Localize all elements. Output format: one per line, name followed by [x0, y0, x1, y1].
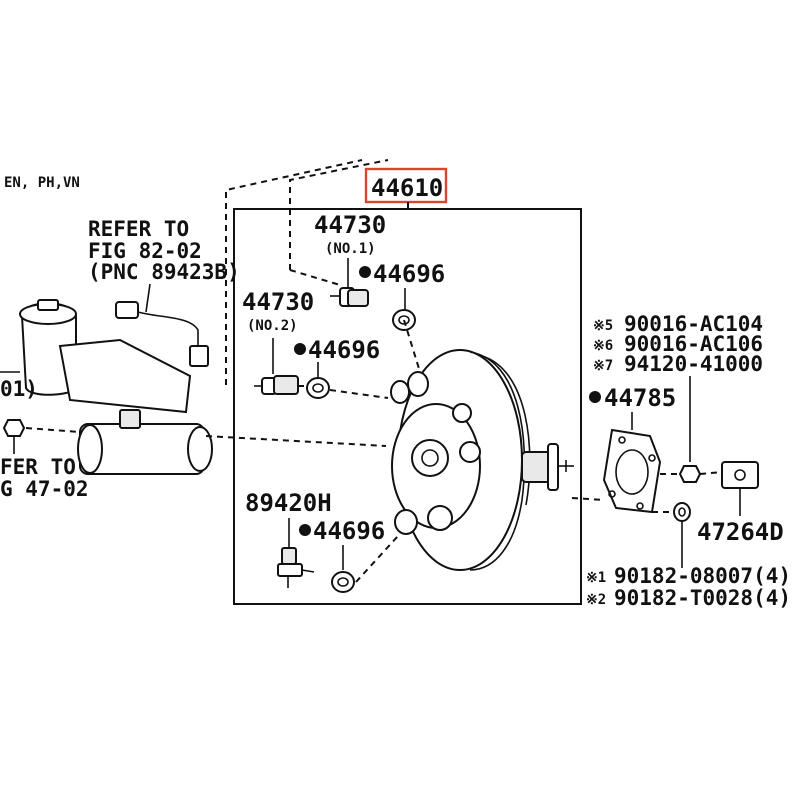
dashed-outline-inner [289, 159, 389, 270]
refer-fig47-line1[interactable]: FER TO [0, 455, 76, 479]
fastener-part-2[interactable]: 90016-AC106 [624, 332, 763, 356]
part-label-44730-no1[interactable]: 44730 [314, 211, 386, 239]
bullet-dot [299, 524, 311, 536]
dashed-connector [571, 497, 605, 501]
part-label-44696-top[interactable]: 44696 [373, 260, 445, 288]
dashed-connector [699, 471, 723, 475]
washer-bolt-icon [673, 502, 691, 522]
header-fragment: EN, PH,VN [4, 175, 80, 191]
fastener-part-1[interactable]: 90016-AC104 [624, 312, 763, 336]
refer-fig82-line3[interactable]: (PNC 89423B) [88, 260, 240, 284]
bolt-mark-2: ※2 [586, 592, 606, 608]
part-sublabel-44730-no2: (NO.2) [247, 318, 298, 334]
part-label-44696-mid[interactable]: 44696 [308, 336, 380, 364]
refer-fig47-line2[interactable]: G 47-02 [0, 477, 89, 501]
main-part-highlight-box [364, 167, 448, 204]
dashed-connector [25, 427, 81, 433]
gasket-44785-icon [602, 428, 662, 514]
dashed-outline-outer [225, 159, 363, 385]
part-sublabel-44730-no1: (NO.1) [325, 241, 376, 257]
left-fragment-label: 01) [0, 377, 38, 401]
fastener-part-3[interactable]: 94120-41000 [624, 352, 763, 376]
sensor-89420h-icon [277, 547, 315, 588]
level-switch-connector-icon [115, 301, 209, 367]
refer-fig82-line1[interactable]: REFER TO [88, 217, 189, 241]
brake-booster-icon [390, 349, 574, 571]
check-valve-no1-icon [330, 287, 369, 307]
dashed-connector [205, 435, 387, 447]
bullet-dot [359, 266, 371, 278]
dashed-connector [403, 319, 421, 373]
bolt-part-2[interactable]: 90182-T0028(4) [614, 586, 791, 610]
fastener-mark-2: ※6 [593, 338, 613, 354]
nut-right-icon [678, 465, 702, 483]
grommet-mid-icon [306, 377, 330, 399]
check-valve-no2-icon [254, 375, 299, 395]
grommet-bottom-icon [331, 571, 355, 593]
bullet-dot [294, 343, 306, 355]
dashed-leader-44730-a [289, 269, 341, 286]
leader-refer-fig82 [145, 283, 151, 313]
part-label-44696-bottom[interactable]: 44696 [313, 517, 385, 545]
nut-small-icon [2, 419, 26, 437]
bolt-part-1[interactable]: 90182-08007(4) [614, 564, 791, 588]
refer-fig82-line2[interactable]: FIG 82-02 [88, 239, 202, 263]
part-label-89420h[interactable]: 89420H [245, 489, 332, 517]
part-label-44730-no2[interactable]: 44730 [242, 288, 314, 316]
part-label-47264d[interactable]: 47264D [697, 518, 784, 546]
bolt-mark-1: ※1 [586, 570, 606, 586]
fastener-mark-1: ※5 [593, 318, 613, 334]
clevis-47264d-icon [721, 461, 759, 489]
dashed-connector [329, 389, 389, 399]
main-part-number[interactable]: 44610 [371, 174, 443, 202]
bullet-dot [589, 391, 601, 403]
part-label-44785[interactable]: 44785 [604, 384, 676, 412]
fastener-mark-3: ※7 [593, 358, 613, 374]
master-cylinder-icon [0, 299, 213, 475]
